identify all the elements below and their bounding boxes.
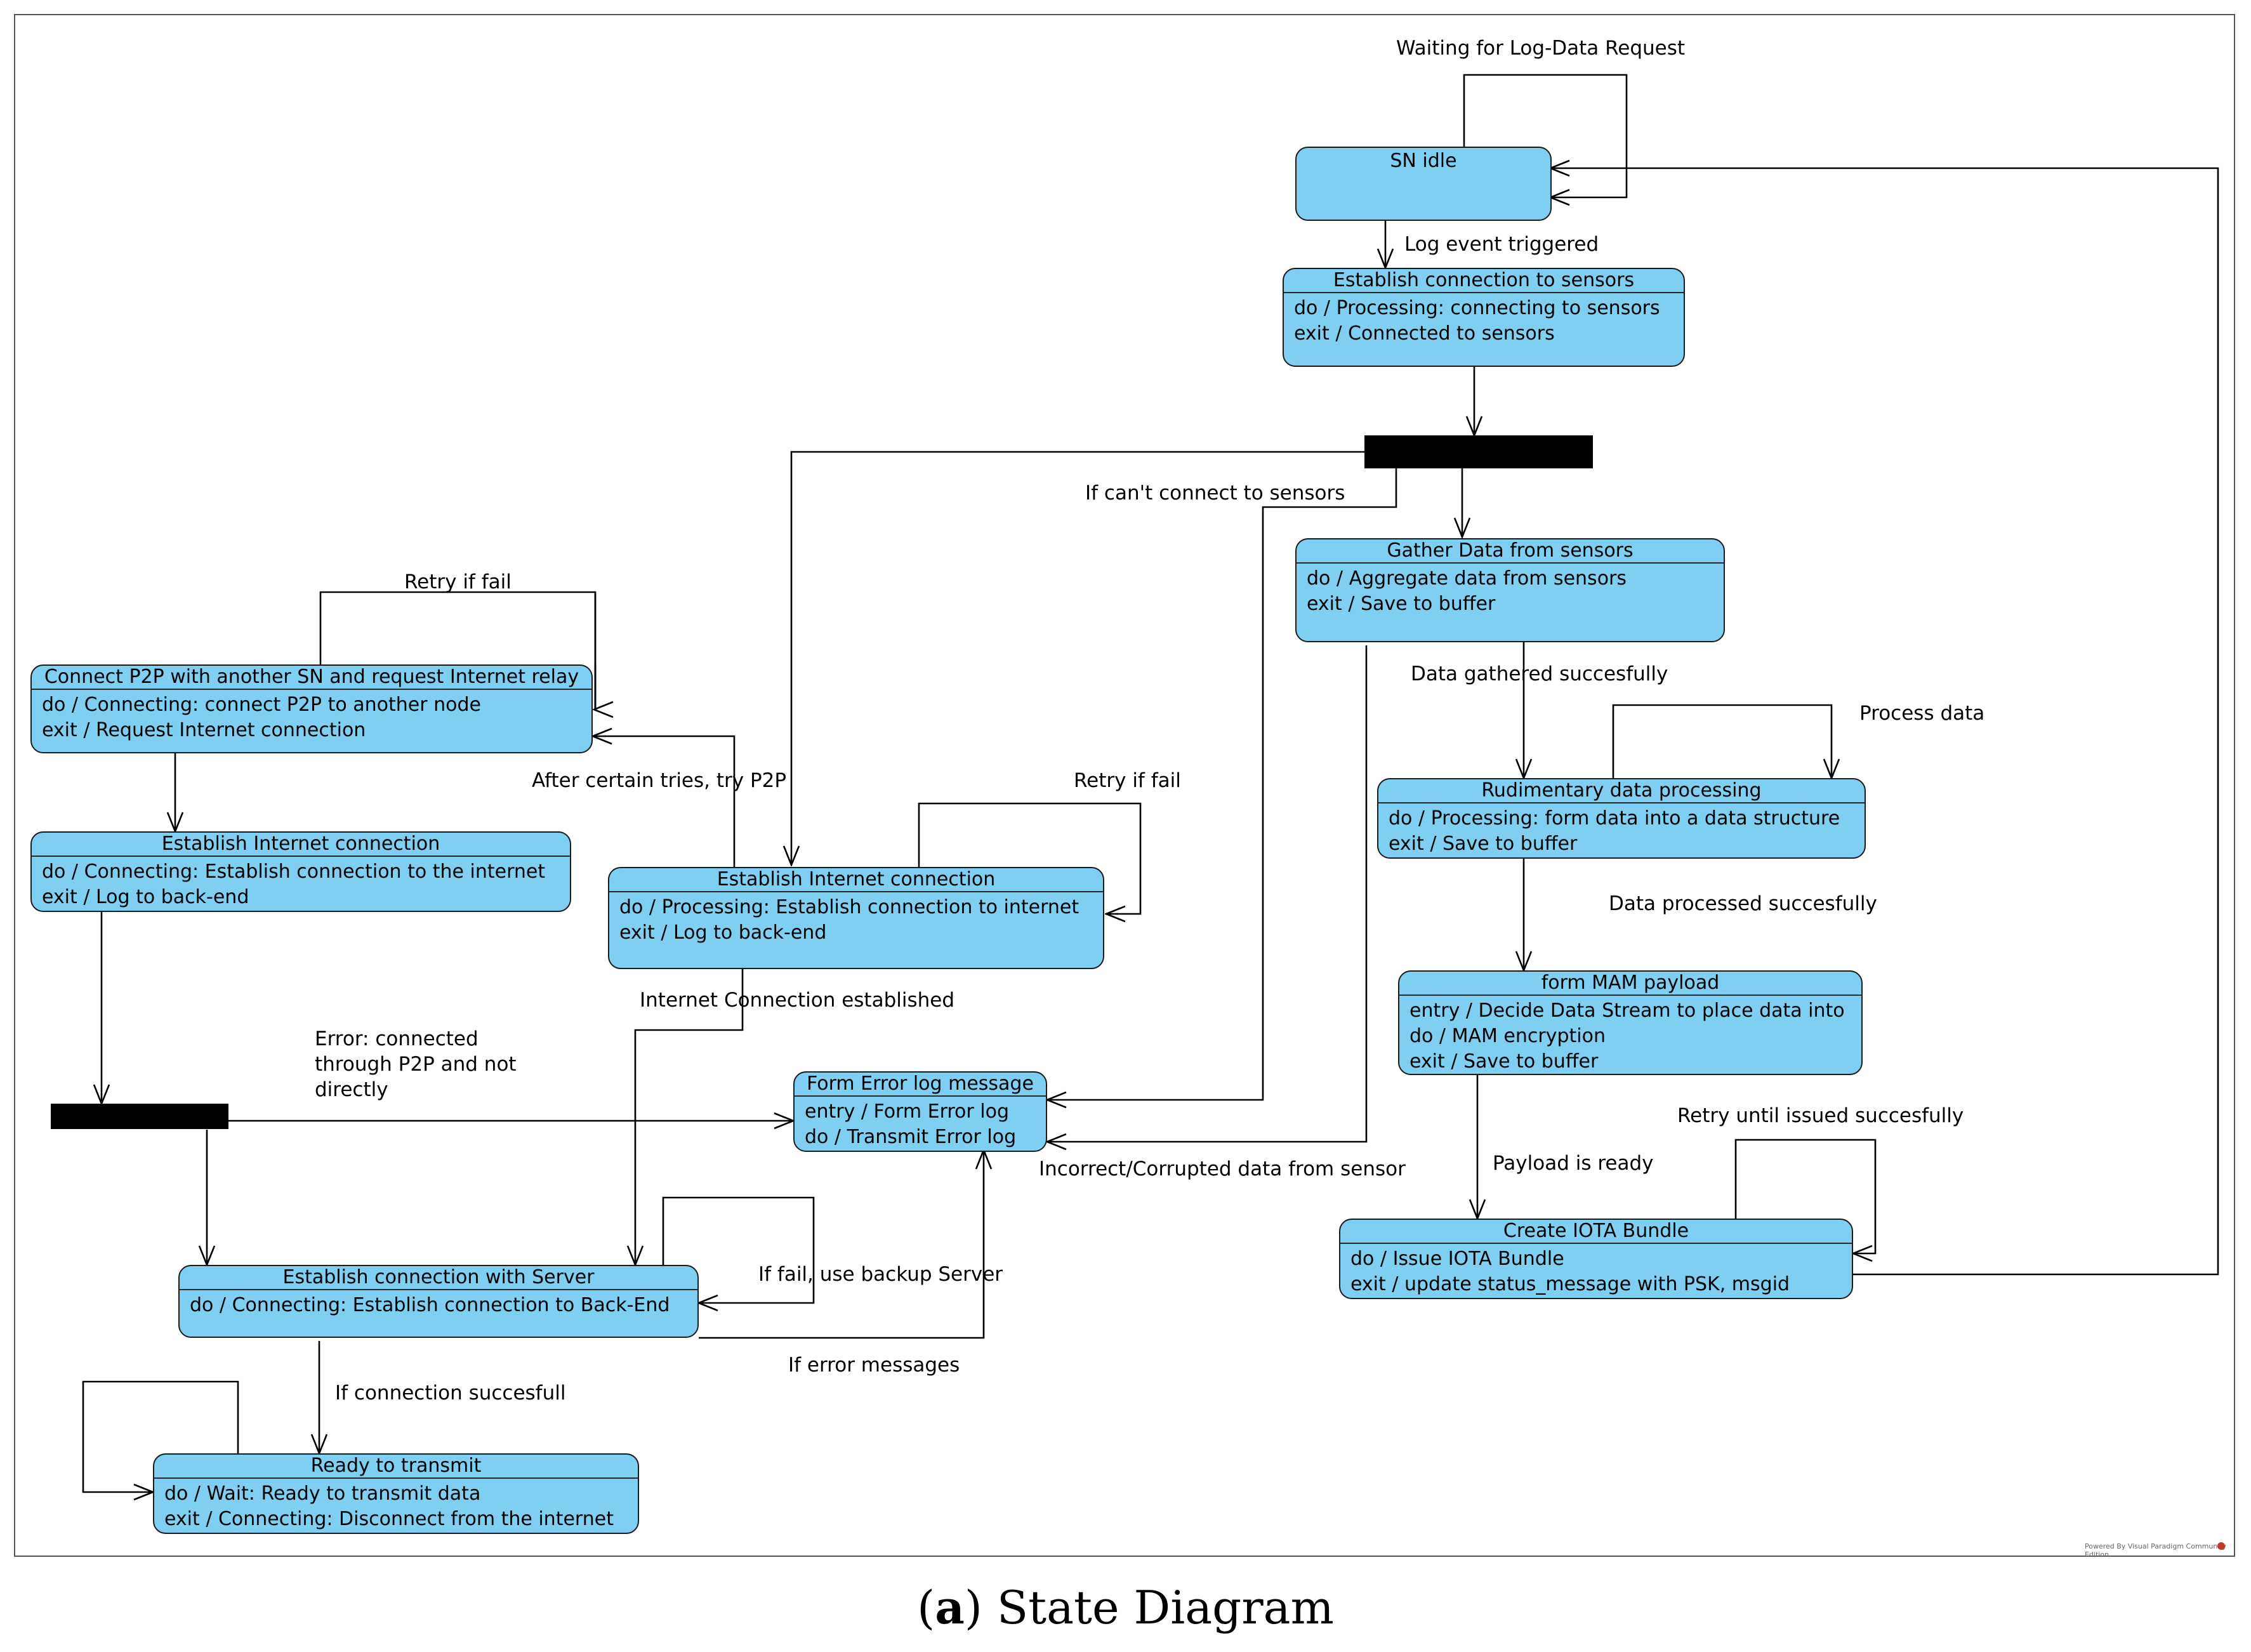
state-action: exit / Log to back-end xyxy=(619,922,827,944)
state-title: Form Error log message xyxy=(795,1073,1046,1097)
state-action: do / Aggregate data from sensors xyxy=(1307,567,1627,590)
state-title: Connect P2P with another SN and request … xyxy=(32,666,591,690)
label-after-tries-p2p: After certain tries, try P2P xyxy=(532,769,787,792)
state-title: Establish Internet connection xyxy=(32,833,570,857)
label-log-event-triggered: Log event triggered xyxy=(1404,233,1599,256)
caption-letter: a xyxy=(935,1580,965,1634)
state-gather-data[interactable]: Gather Data from sensors do / Aggregate … xyxy=(1295,538,1725,642)
state-action: do / Transmit Error log xyxy=(805,1126,1017,1148)
state-title: SN idle xyxy=(1390,150,1457,172)
label-retry-if-fail-internet: Retry if fail xyxy=(1074,769,1181,792)
state-internet-left[interactable]: Establish Internet connection do / Conne… xyxy=(30,831,571,912)
edge-backup-server-loop xyxy=(662,1196,815,1303)
edge-error-messages xyxy=(699,1150,984,1339)
state-action: exit / Save to buffer xyxy=(1409,1050,1599,1073)
state-title: Rudimentary data processing xyxy=(1378,779,1865,803)
state-action: exit / Request Internet connection xyxy=(42,719,366,741)
edge-ready-self-loop xyxy=(82,1380,239,1492)
edge-process-self-loop xyxy=(1612,704,1832,778)
label-waiting-log-request: Waiting for Log-Data Request xyxy=(1396,37,1686,60)
edge-internet-retry-loop xyxy=(918,802,1142,914)
label-process-data: Process data xyxy=(1859,702,1985,725)
state-server-connection[interactable]: Establish connection with Server do / Co… xyxy=(178,1265,699,1338)
state-connect-p2p[interactable]: Connect P2P with another SN and request … xyxy=(30,664,593,753)
label-retry-until-issued: Retry until issued succesfully xyxy=(1677,1104,1964,1127)
label-payload-ready: Payload is ready xyxy=(1493,1152,1654,1175)
edge-retry-issued-loop xyxy=(1734,1139,1877,1253)
edge-waiting-self-loop xyxy=(1463,74,1628,197)
state-rudimentary-processing[interactable]: Rudimentary data processing do / Process… xyxy=(1377,778,1866,859)
label-internet-established: Internet Connection established xyxy=(640,989,955,1012)
state-title: Ready to transmit xyxy=(154,1455,638,1479)
state-action: exit / Connecting: Disconnect from the i… xyxy=(164,1508,614,1530)
state-action: do / Connecting: connect P2P to another … xyxy=(42,694,481,716)
edge-fork-to-internet xyxy=(791,451,1364,865)
label-retry-if-fail-p2p: Retry if fail xyxy=(404,571,512,593)
state-action: exit / Save to buffer xyxy=(1307,593,1496,615)
state-action: exit / Save to buffer xyxy=(1389,833,1578,855)
label-incorrect-data: Incorrect/Corrupted data from sensor xyxy=(1039,1158,1406,1180)
state-sn-idle[interactable]: SN idle xyxy=(1295,147,1552,221)
edge-iota-to-idle xyxy=(1550,168,2219,1276)
caption-text: State Diagram xyxy=(996,1581,1334,1634)
label-error-p2p: Error: connected through P2P and not dir… xyxy=(315,1028,517,1101)
label-connection-success: If connection succesfull xyxy=(335,1382,566,1404)
label-data-processed: Data processed succesfully xyxy=(1609,892,1877,915)
state-action: do / Processing: connecting to sensors xyxy=(1294,297,1660,319)
state-action: do / Processing: form data into a data s… xyxy=(1389,807,1840,829)
state-mam-payload[interactable]: form MAM payload entry / Decide Data Str… xyxy=(1398,970,1863,1075)
state-action: entry / Decide Data Stream to place data… xyxy=(1409,1000,1845,1022)
state-action: do / Wait: Ready to transmit data xyxy=(164,1483,481,1505)
watermark-icon xyxy=(2217,1542,2225,1550)
state-action: do / Connecting: Establish connection to… xyxy=(42,861,546,883)
state-title: Gather Data from sensors xyxy=(1297,539,1724,564)
state-establish-sensors[interactable]: Establish connection to sensors do / Pro… xyxy=(1283,268,1685,367)
label-error-messages: If error messages xyxy=(788,1354,960,1377)
state-action: do / MAM encryption xyxy=(1409,1025,1606,1047)
state-error-log[interactable]: Form Error log message entry / Form Erro… xyxy=(793,1071,1047,1152)
state-title: Establish connection to sensors xyxy=(1284,269,1684,293)
edge-incorrect-data xyxy=(1047,645,1368,1142)
state-title: Create IOTA Bundle xyxy=(1340,1220,1852,1244)
state-ready-to-transmit[interactable]: Ready to transmit do / Wait: Ready to tr… xyxy=(153,1453,639,1534)
state-title: Establish connection with Server xyxy=(180,1266,697,1290)
state-action: entry / Form Error log xyxy=(805,1100,1010,1123)
state-action: do / Issue IOTA Bundle xyxy=(1350,1248,1564,1270)
state-action: do / Connecting: Establish connection to… xyxy=(190,1294,670,1316)
state-action: do / Processing: Establish connection to… xyxy=(619,896,1079,918)
figure-caption: (a) State Diagram xyxy=(917,1580,1334,1634)
state-internet-middle[interactable]: Establish Internet connection do / Proce… xyxy=(608,867,1104,969)
state-iota-bundle[interactable]: Create IOTA Bundle do / Issue IOTA Bundl… xyxy=(1339,1219,1853,1299)
fork-bar-sensors xyxy=(1364,435,1593,468)
state-title: form MAM payload xyxy=(1399,972,1861,996)
edge-after-tries xyxy=(593,736,736,868)
edge-internet-established xyxy=(635,969,744,1265)
state-action: exit / Connected to sensors xyxy=(1294,322,1555,345)
edge-cant-connect xyxy=(1047,468,1397,1100)
fork-bar-internet xyxy=(51,1104,228,1129)
label-backup-server: If fail, use backup Server xyxy=(758,1263,1003,1286)
state-action: exit / update status_message with PSK, m… xyxy=(1350,1273,1790,1295)
label-data-gathered: Data gathered succesfully xyxy=(1411,663,1668,685)
diagram-frame xyxy=(14,14,2235,1557)
state-action: exit / Log to back-end xyxy=(42,886,249,908)
watermark-text: Powered By Visual Paradigm Community Edi… xyxy=(2085,1542,2227,1559)
state-title: Establish Internet connection xyxy=(609,868,1103,892)
label-cant-connect-sensors: If can't connect to sensors xyxy=(1085,482,1345,505)
